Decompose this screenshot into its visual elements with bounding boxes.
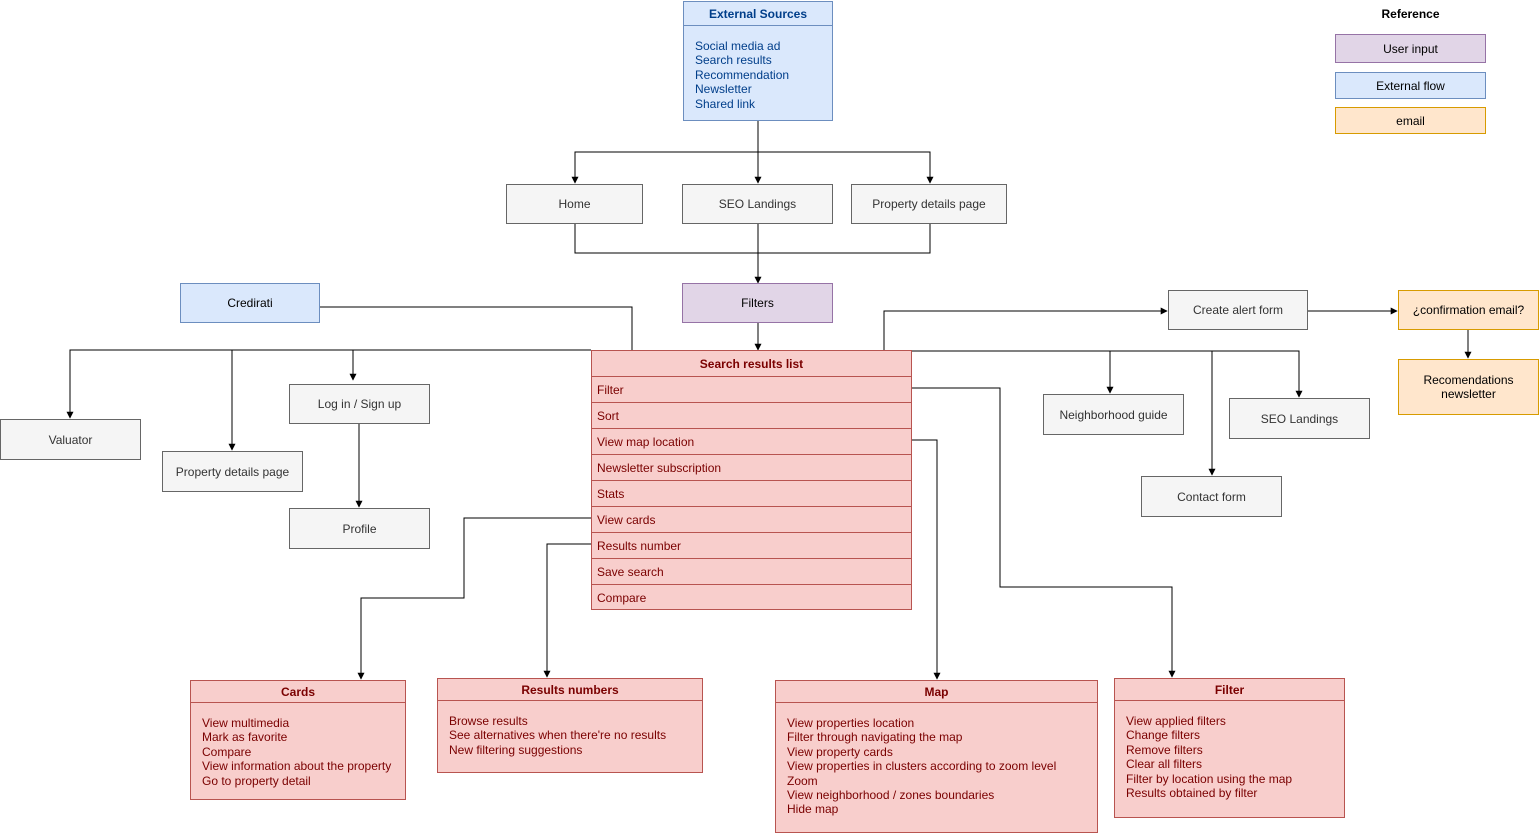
list-item: Social media ad <box>695 39 781 53</box>
list-item: View neighborhood / zones boundaries <box>787 788 995 803</box>
login-signup-node: Log in / Sign up <box>289 384 430 424</box>
results-numbers-list: Browse results See alternatives when the… <box>438 701 702 757</box>
edge-map-panel <box>911 439 941 680</box>
list-item: Filter by location using the map <box>1126 771 1293 786</box>
list-item: Shared link <box>695 96 756 111</box>
list-item: See alternatives when there're no result… <box>449 728 667 743</box>
legend-external-flow: External flow <box>1335 72 1486 99</box>
list-item: View information about the property <box>202 759 392 774</box>
list-item: View properties location <box>787 716 915 730</box>
home-node: Home <box>506 184 643 224</box>
list-item: View multimedia <box>202 716 290 730</box>
edge-results-alert <box>883 307 1168 350</box>
legend-user-input: User input <box>1335 34 1486 63</box>
list-item: Go to property detail <box>202 773 311 788</box>
filter-panel-list: View applied filters Change filters Remo… <box>1115 701 1344 800</box>
confirmation-email-node: ¿confirmation email? <box>1398 290 1539 330</box>
list-item: Sort <box>592 403 911 429</box>
search-results-list-title: Search results list <box>592 351 911 377</box>
map-panel: Map View properties location Filter thro… <box>775 680 1098 833</box>
list-item: Filter <box>592 377 911 403</box>
valuator-node: Valuator <box>0 419 141 460</box>
external-sources-box: External Sources Social media ad Search … <box>683 1 833 121</box>
list-item: Newsletter subscription <box>592 455 911 481</box>
list-item: Search results <box>695 53 772 68</box>
list-item: View property cards <box>787 744 893 759</box>
list-item: Stats <box>592 481 911 507</box>
list-item: View cards <box>592 507 911 533</box>
edge-sources-property <box>758 151 934 184</box>
edge-results-right-bus <box>911 350 1303 398</box>
list-item: View map location <box>592 429 911 455</box>
filters-node: Filters <box>682 283 833 323</box>
edge-results-numbers-panel <box>543 543 591 678</box>
cards-title: Cards <box>191 681 405 703</box>
map-list: View properties location Filter through … <box>776 703 1097 817</box>
search-results-list: Search results list Filter Sort View map… <box>591 350 912 610</box>
reference-title: Reference <box>1381 7 1440 21</box>
list-item: Results number <box>592 533 911 559</box>
legend-email: email <box>1335 107 1486 134</box>
list-item: Save search <box>592 559 911 585</box>
filter-panel-title: Filter <box>1115 679 1344 701</box>
edge-results-left-bus <box>66 349 591 419</box>
create-alert-form-node: Create alert form <box>1168 290 1308 330</box>
list-item: Recommendation <box>695 67 790 82</box>
edge-filter-panel <box>911 387 1176 678</box>
list-item: Compare <box>202 744 252 759</box>
list-item: Hide map <box>787 802 839 817</box>
cards-panel: Cards View multimedia Mark as favorite C… <box>190 680 406 800</box>
property-details-left-node: Property details page <box>162 451 303 492</box>
external-sources-title: External Sources <box>684 2 832 26</box>
list-item: Filter through navigating the map <box>787 730 963 745</box>
list-item: Remove filters <box>1126 742 1203 757</box>
list-item: Mark as favorite <box>202 730 288 745</box>
list-item: View applied filters <box>1126 714 1226 728</box>
cards-list: View multimedia Mark as favorite Compare… <box>191 703 405 788</box>
edge-home-filters <box>574 224 758 254</box>
list-item: Compare <box>597 591 647 605</box>
list-item: Browse results <box>449 714 528 728</box>
results-numbers-panel: Results numbers Browse results See alter… <box>437 678 703 773</box>
edge-sources-home <box>571 151 758 184</box>
neighborhood-guide-node: Neighborhood guide <box>1043 394 1184 435</box>
results-numbers-title: Results numbers <box>438 679 702 701</box>
contact-form-node: Contact form <box>1141 476 1282 517</box>
recommendations-newsletter-node: Recomendations newsletter <box>1398 359 1539 415</box>
list-item: Results obtained by filter <box>1126 786 1258 801</box>
list-item: Zoom <box>787 773 818 788</box>
profile-node: Profile <box>289 508 430 549</box>
credirati-node: Credirati <box>180 283 320 323</box>
list-item: Clear all filters <box>1126 757 1203 772</box>
list-item: Change filters <box>1126 728 1201 743</box>
edge-property-filters <box>758 224 931 254</box>
property-details-top-node: Property details page <box>851 184 1007 224</box>
seo-landings-top-node: SEO Landings <box>682 184 833 224</box>
edge-credirati-results <box>320 306 633 350</box>
edge-cards-panel <box>357 517 591 680</box>
external-sources-list: Social media ad Search results Recommend… <box>684 26 832 111</box>
list-item: View properties in clusters according to… <box>787 759 1057 774</box>
map-title: Map <box>776 681 1097 703</box>
list-item: New filtering suggestions <box>449 742 583 757</box>
seo-landings-right-node: SEO Landings <box>1229 398 1370 439</box>
filter-panel: Filter View applied filters Change filte… <box>1114 678 1345 818</box>
list-item: Newsletter <box>695 82 752 97</box>
